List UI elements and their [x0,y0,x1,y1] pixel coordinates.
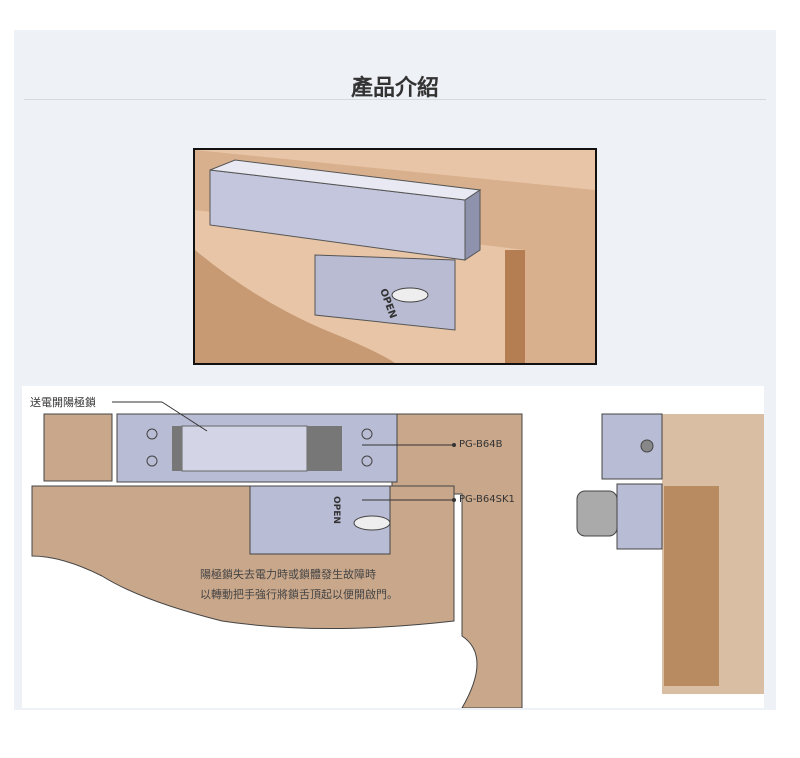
power-unlock-label: 送電開陽極鎖 [30,396,96,409]
note-line-2: 以轉動把手強行將鎖舌頂起以便開啟門。 [200,588,398,601]
page-title: 產品介紹 [350,76,439,101]
part-label-bottom: PG-B64SK1 [459,494,515,505]
part-label-top: PG-B64B [459,439,503,450]
divider [24,99,766,100]
note-line-1: 陽極鎖失去電力時或鎖體發生故障時 [200,568,376,581]
svg-text:OPEN: OPEN [331,496,341,524]
lock-diagram-image: OPEN 送電開陽極鎖 PG-B64B PG-B64SK1 陽極鎖失去電力時或鎖… [22,386,764,708]
lock-3d-image: OPEN [193,148,597,365]
product-intro-section: 產品介紹 OPEN OPEN 送電開陽極鎖 PG-B64B PG-B64SK1 … [14,30,776,710]
